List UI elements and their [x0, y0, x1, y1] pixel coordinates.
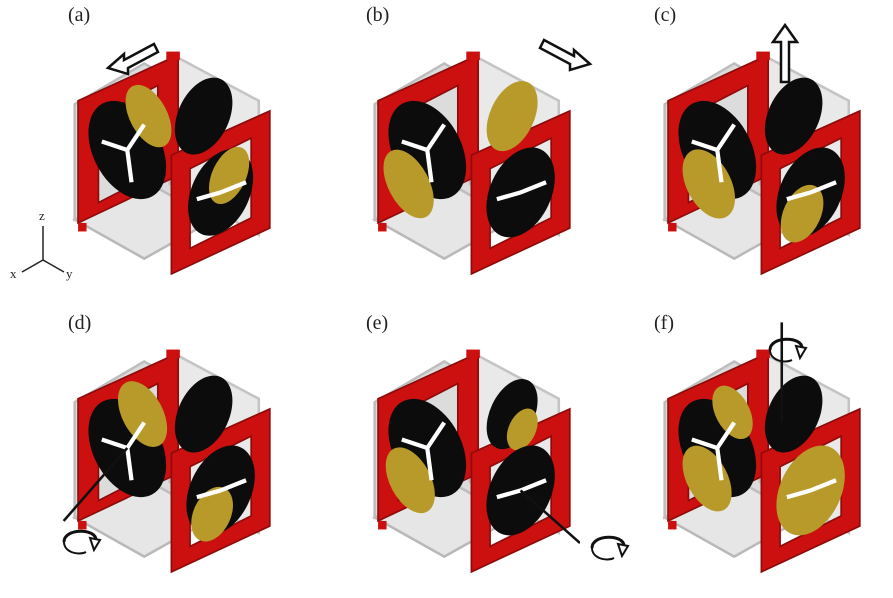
panel-label: (b) — [366, 4, 390, 26]
axis-label-x: x — [10, 266, 17, 281]
panel-d: (d) — [0, 298, 280, 588]
panel-a: (a) — [0, 0, 280, 290]
panel-f: (f) — [590, 298, 870, 588]
coordinate-axes: z x y — [8, 208, 78, 287]
hollow-arrow-right-icon — [538, 38, 593, 72]
rotation-arrow-icon — [590, 535, 630, 561]
axis-label-y: y — [66, 266, 73, 281]
panel-c: (c) — [590, 0, 870, 290]
panel-label: (c) — [654, 4, 677, 26]
hollow-arrow-left-icon — [105, 42, 160, 76]
rotation-arrow-icon — [768, 337, 808, 363]
panel-label: (a) — [68, 4, 91, 26]
rotation-arrow-icon — [62, 529, 102, 555]
axis-label-z: z — [39, 208, 45, 223]
axes-lines-icon — [21, 226, 65, 273]
hollow-arrow-up-icon — [770, 22, 800, 84]
panel-b: (b) — [300, 0, 593, 290]
panel-label: (f) — [654, 312, 674, 334]
panel-label: (e) — [366, 312, 389, 334]
panel-e: (e) — [300, 298, 630, 588]
panel-label: (d) — [68, 312, 92, 334]
